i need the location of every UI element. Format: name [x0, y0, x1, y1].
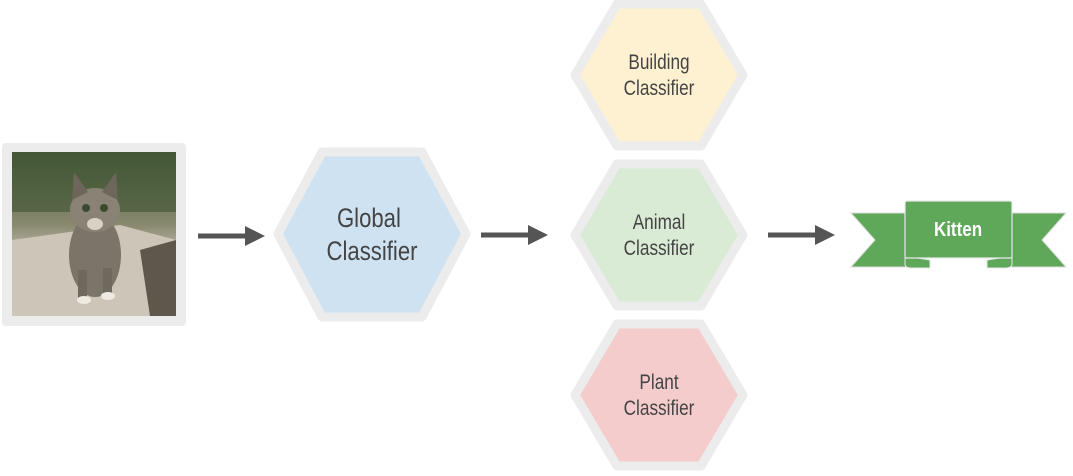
flow-arrow-2: [481, 225, 548, 245]
classifier-hexagon: [570, 159, 748, 311]
kitten-figure: [69, 172, 121, 304]
classifier-label-line1: Plant: [639, 372, 679, 395]
global-classifier-label-line2: Classifier: [327, 237, 418, 267]
classifier-hexagon: [570, 0, 748, 151]
classifier-label-line2: Classifier: [624, 398, 695, 421]
global-classifier-hexagon: [273, 147, 471, 322]
svg-text:Global Classifier: Global Classifier: [327, 204, 418, 267]
result-label: Kitten: [934, 218, 982, 241]
result-ribbon: Kitten: [849, 200, 1068, 269]
ribbon-banner: [904, 200, 1013, 259]
classifier-label-line2: Classifier: [624, 78, 695, 101]
input-photo: [2, 143, 186, 326]
flow-arrow-1: [198, 226, 265, 246]
global-classifier-node: Global Classifier: [273, 147, 471, 322]
classifier-label-line1: Building: [628, 52, 689, 75]
classifier-label-line2: Classifier: [624, 238, 695, 261]
flow-arrow-3: [768, 225, 835, 245]
svg-text:Kitten: Kitten: [934, 218, 982, 241]
classifier-label-line1: Animal: [633, 212, 686, 235]
classifier-hexagon: [570, 319, 748, 471]
global-classifier-label-line1: Global: [337, 204, 401, 234]
